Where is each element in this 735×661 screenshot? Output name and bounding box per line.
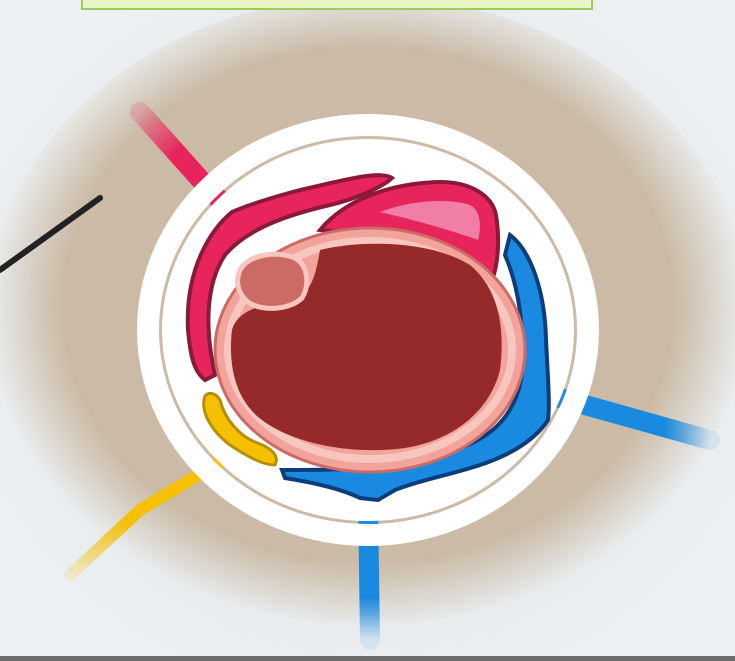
bottom-bar bbox=[0, 656, 735, 661]
title-box bbox=[81, 0, 593, 10]
vein-branch-bottom bbox=[368, 500, 370, 640]
inner-nodule bbox=[238, 254, 307, 308]
